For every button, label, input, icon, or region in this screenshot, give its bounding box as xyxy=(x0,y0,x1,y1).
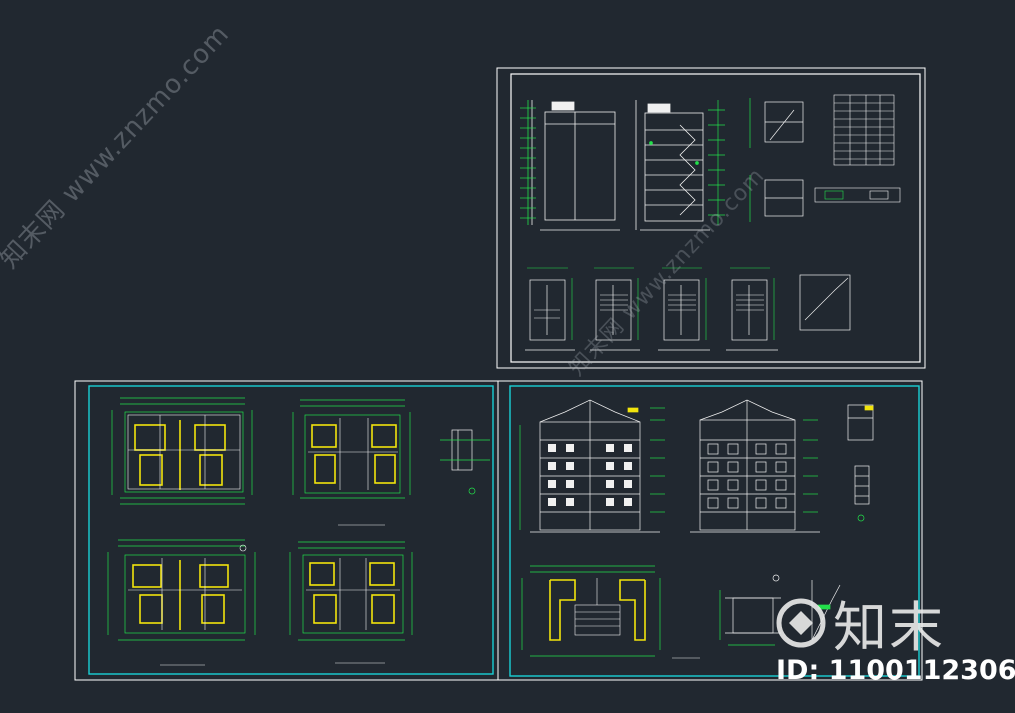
elevation-front-windows xyxy=(548,444,632,506)
asset-id-label: ID: 1100112306 xyxy=(776,655,1015,686)
plan-stair-core xyxy=(521,565,700,659)
brand-name: 知末 xyxy=(833,596,945,659)
wall-section-details xyxy=(847,404,874,522)
brand-logo-icon xyxy=(776,598,826,647)
elevation-front-ticks xyxy=(519,407,665,530)
section-1-1 xyxy=(527,100,620,231)
elevation-side-ticks xyxy=(803,419,818,513)
section-2-ticks xyxy=(649,100,725,225)
section-2-2 xyxy=(635,100,710,231)
door-window-table xyxy=(814,94,901,203)
floor-plan-basement xyxy=(107,539,256,666)
stair-plan-hatch xyxy=(534,294,764,319)
sheet-elevations xyxy=(497,380,923,681)
stair-detail-small xyxy=(749,98,804,222)
entrance-detail xyxy=(719,574,781,646)
brand-watermark: 知末 xyxy=(775,583,945,662)
elevation-side xyxy=(690,399,820,533)
stair-plan-dims xyxy=(527,267,775,340)
floor-plan-standard xyxy=(111,397,253,505)
section-1-ticks xyxy=(520,107,536,219)
sheet-floor-plans xyxy=(74,380,499,681)
wall-detail xyxy=(440,429,490,495)
sheet-sections xyxy=(496,67,926,369)
floor-plan-ground xyxy=(292,399,411,526)
floor-plan-roof xyxy=(289,541,413,664)
stair-plans xyxy=(525,274,851,351)
elevation-front xyxy=(530,399,660,533)
